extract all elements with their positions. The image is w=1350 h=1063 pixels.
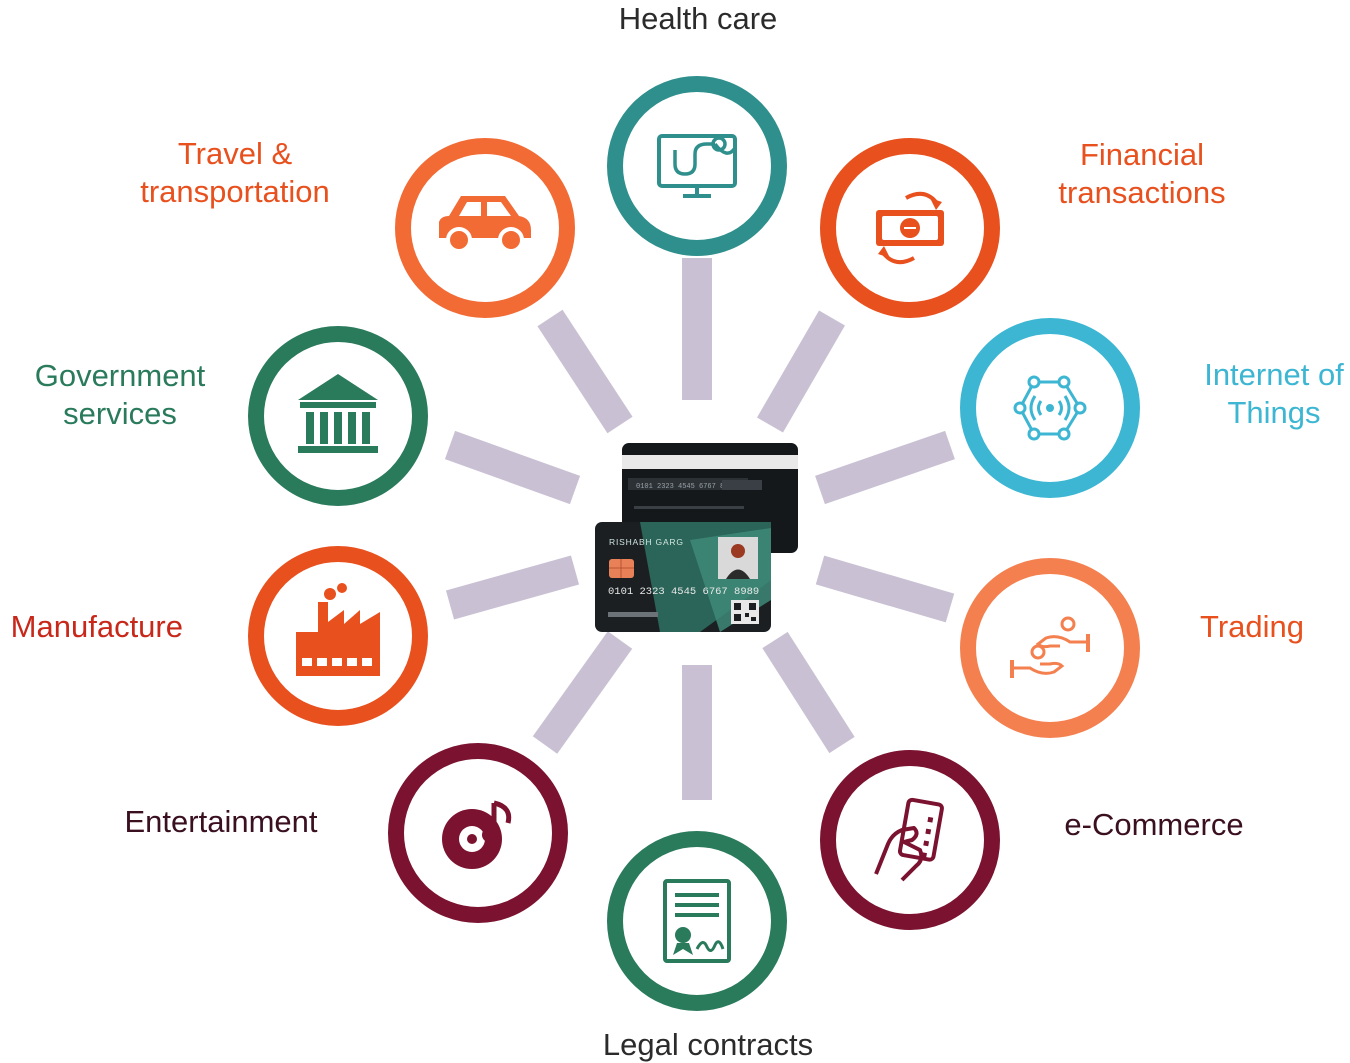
node-trading — [960, 558, 1140, 738]
label-line: Manufacture — [10, 609, 183, 644]
node-financial-transactions — [820, 138, 1000, 318]
music-disc-icon — [442, 800, 512, 869]
connector-entertainment — [532, 631, 633, 754]
label-travel-transportation: Travel &transportation — [140, 135, 330, 211]
connector-government-services — [444, 430, 581, 505]
connector-financial-transactions — [757, 310, 845, 433]
government-building-icon — [298, 374, 378, 453]
factory-icon — [296, 583, 380, 676]
card-holder-name: RISHABH GARG — [609, 537, 684, 547]
rings — [248, 76, 1140, 1011]
label-line: Internet of — [1204, 357, 1344, 392]
label-line: transportation — [140, 174, 330, 209]
node-travel-transportation — [395, 138, 575, 318]
label-line: Government — [34, 358, 206, 393]
label-line: Financial — [1079, 137, 1205, 172]
monitor-stethoscope-icon — [657, 134, 737, 198]
node-e-commerce — [820, 750, 1000, 930]
label-line: Health care — [618, 1, 778, 36]
card-number: 0101 2323 4545 6767 8989 — [608, 586, 759, 598]
connector-e-commerce — [762, 631, 855, 754]
car-icon — [439, 196, 531, 253]
label-line: Travel & — [177, 136, 293, 171]
ring-trading — [960, 558, 1140, 738]
signed-document-icon — [663, 879, 731, 963]
connectors — [444, 258, 955, 800]
node-entertainment — [388, 743, 568, 923]
label-line: e-Commerce — [1064, 807, 1244, 842]
label-legal-contracts: Legal contracts — [603, 1026, 813, 1063]
node-internet-of-things — [960, 318, 1140, 498]
node-government-services — [248, 326, 428, 506]
node-legal-contracts — [607, 831, 787, 1011]
label-line: Things — [1227, 395, 1321, 430]
label-line: services — [63, 396, 177, 431]
connector-travel-transportation — [537, 309, 633, 434]
label-line: Trading — [1200, 609, 1304, 644]
label-line: Legal contracts — [602, 1027, 814, 1062]
connector-trading — [815, 555, 955, 623]
label-trading: Trading — [1200, 608, 1304, 646]
label-line: Entertainment — [124, 804, 318, 839]
hands-exchange-icon — [1010, 616, 1090, 678]
ring-legal-contracts — [607, 831, 787, 1011]
center-id-card: 0101 2323 4545 6767 8989 RISHABH GARG 01… — [595, 443, 798, 632]
ring-health-care — [607, 76, 787, 256]
card-front: RISHABH GARG 0101 2323 4545 6767 8989 — [595, 522, 771, 632]
label-health-care: Health care — [619, 0, 778, 38]
label-entertainment: Entertainment — [125, 803, 318, 841]
node-health-care — [607, 76, 787, 256]
connector-internet-of-things — [815, 430, 955, 505]
label-manufacture: Manufacture — [11, 608, 183, 646]
label-line: transactions — [1058, 175, 1226, 210]
money-exchange-icon — [876, 191, 944, 265]
node-manufacture — [248, 546, 428, 726]
connector-manufacture — [445, 555, 580, 620]
iot-network-icon — [1013, 375, 1087, 441]
label-e-commerce: e-Commerce — [1064, 806, 1243, 844]
hand-card-icon — [874, 797, 944, 882]
card-back-number: 0101 2323 4545 6767 8989 — [636, 483, 737, 491]
